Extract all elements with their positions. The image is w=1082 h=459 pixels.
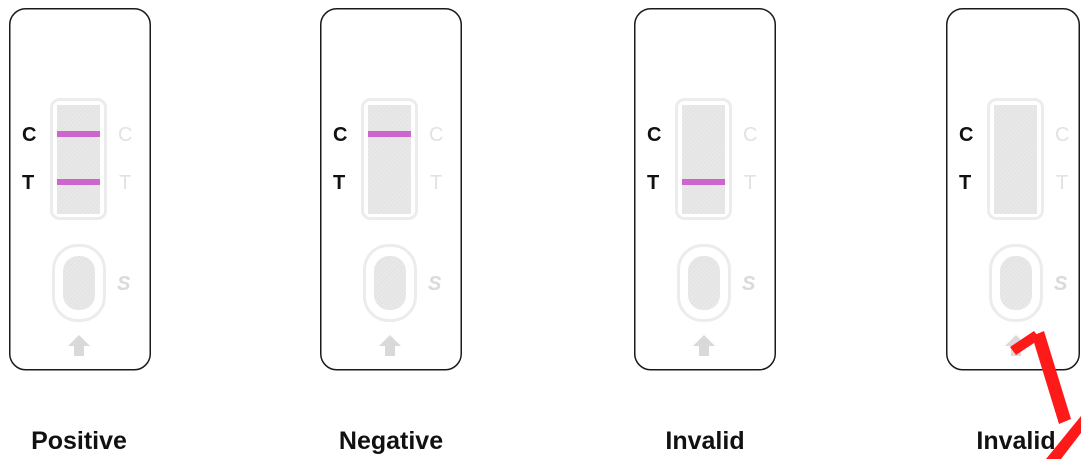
test-cassette-1: C T C T S	[9, 8, 151, 371]
sample-mark: S	[1054, 273, 1068, 295]
sample-mark: S	[428, 273, 442, 295]
arrow-up-icon	[693, 335, 715, 356]
control-label: C	[22, 124, 36, 146]
arrow-up-icon	[68, 335, 90, 356]
test-mark-faint: T	[744, 172, 756, 194]
test-label: T	[959, 172, 971, 194]
test-label: T	[22, 172, 34, 194]
result-window	[57, 105, 100, 214]
result-window	[994, 105, 1037, 214]
control-label: C	[959, 124, 973, 146]
result-window	[368, 105, 411, 214]
result-label-1: Positive	[31, 427, 127, 455]
watermark-stroke	[1032, 331, 1071, 424]
test-line	[682, 179, 725, 185]
control-label: C	[647, 124, 661, 146]
control-mark-faint: C	[1055, 124, 1069, 146]
control-mark-faint: C	[743, 124, 757, 146]
test-mark-faint: T	[1056, 172, 1068, 194]
result-label-3: Invalid	[665, 427, 744, 455]
test-label: T	[647, 172, 659, 194]
watermark	[1010, 331, 1081, 459]
control-line	[57, 131, 100, 137]
control-label: C	[333, 124, 347, 146]
result-window	[682, 105, 725, 214]
result-label-2: Negative	[339, 427, 443, 455]
sample-well	[63, 256, 95, 310]
arrow-up-icon	[379, 335, 401, 356]
watermark-stroke	[1046, 416, 1081, 459]
result-label-4: Invalid	[976, 427, 1055, 455]
control-mark-faint: C	[429, 124, 443, 146]
test-cassette-3: C T C T S	[634, 8, 776, 371]
test-mark-faint: T	[430, 172, 442, 194]
sample-mark: S	[117, 273, 131, 295]
control-line	[368, 131, 411, 137]
test-mark-faint: T	[119, 172, 131, 194]
test-cassette-2: C T C T S	[320, 8, 462, 371]
sample-well	[374, 256, 406, 310]
test-cassette-4: C T C T S	[946, 8, 1080, 371]
sample-well	[1000, 256, 1032, 310]
sample-mark: S	[742, 273, 756, 295]
test-label: T	[333, 172, 345, 194]
sample-well	[688, 256, 720, 310]
control-mark-faint: C	[118, 124, 132, 146]
test-line	[57, 179, 100, 185]
